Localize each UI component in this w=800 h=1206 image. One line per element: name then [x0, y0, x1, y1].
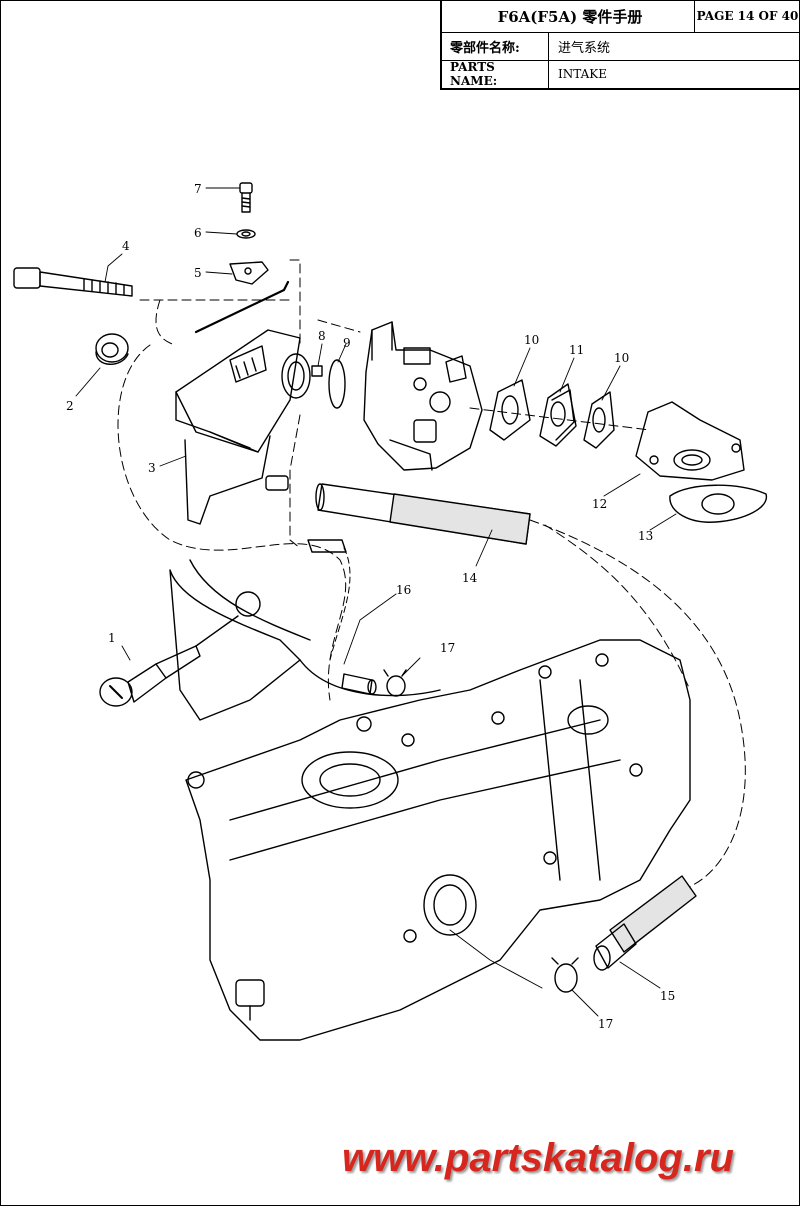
carburetor [363, 321, 483, 471]
part-2-grommet [95, 333, 129, 365]
en-divider [548, 60, 549, 88]
callout-17-upper: 17 [440, 641, 455, 655]
callout-11: 11 [569, 343, 584, 357]
part-17-clip-upper [383, 669, 407, 697]
callout-8: 8 [318, 329, 326, 343]
cn-parts-label: 零部件名称: [450, 40, 520, 56]
callout-2: 2 [66, 399, 74, 413]
callout-5: 5 [194, 266, 202, 280]
part-10-gasket-right [583, 391, 615, 449]
en-name-row: PARTS NAME: INTAKE [442, 60, 799, 88]
page-number: PAGE 14 OF 40 [696, 9, 799, 23]
cn-divider [548, 32, 549, 60]
leader-lines [75, 187, 677, 1017]
callout-10-left: 10 [524, 333, 539, 347]
part-8-pin [311, 365, 323, 377]
cn-parts-value: 进气系统 [558, 40, 611, 56]
callout-1: 1 [108, 631, 116, 645]
callout-3: 3 [148, 461, 156, 475]
part-7-screw [239, 182, 253, 213]
title-divider [694, 0, 695, 32]
callout-14: 14 [462, 571, 478, 585]
callout-7: 7 [194, 182, 202, 196]
en-parts-label: PARTS NAME: [450, 60, 498, 88]
part-14-fuel-hose [315, 483, 531, 545]
cn-name-row: 零部件名称: 进气系统 [442, 32, 799, 61]
part-16-hose [307, 539, 377, 695]
engine-crankcase [169, 559, 691, 1041]
callout-17-lower: 17 [598, 1017, 613, 1031]
title-block: F6A(F5A) 零件手册 PAGE 14 OF 40 零部件名称: 进气系统 … [440, 0, 799, 90]
callout-4: 4 [122, 239, 130, 253]
en-parts-value: INTAKE [558, 67, 607, 81]
part-3-intake-silencer [175, 329, 311, 525]
part-10-gasket-left [489, 379, 531, 441]
part-13-manifold-gasket [669, 484, 767, 523]
callout-15: 15 [660, 989, 675, 1003]
callout-6: 6 [194, 226, 202, 240]
part-11-insulator [539, 383, 577, 447]
part-12-intake-manifold [635, 401, 745, 481]
callout-16: 16 [396, 583, 411, 597]
callout-12: 12 [592, 497, 607, 511]
manual-title: F6A(F5A) 零件手册 [497, 7, 643, 26]
part-9-o-ring [328, 359, 346, 409]
part-4-long-bolt [13, 267, 133, 297]
assembly-dash-lines [117, 259, 746, 891]
callout-9: 9 [343, 336, 351, 350]
part-6-washer [236, 229, 256, 239]
part-15-fuel-hose [593, 875, 697, 971]
part-17-clip-lower [551, 957, 579, 993]
choke-cable [194, 280, 290, 334]
title-row: F6A(F5A) 零件手册 PAGE 14 OF 40 [442, 0, 799, 33]
part-1-choke-knob [99, 591, 261, 707]
part-5-clip [229, 261, 269, 285]
watermark: www.partskatalog.ru [342, 1136, 734, 1180]
callout-10-right: 10 [614, 351, 629, 365]
callout-13: 13 [638, 529, 653, 543]
